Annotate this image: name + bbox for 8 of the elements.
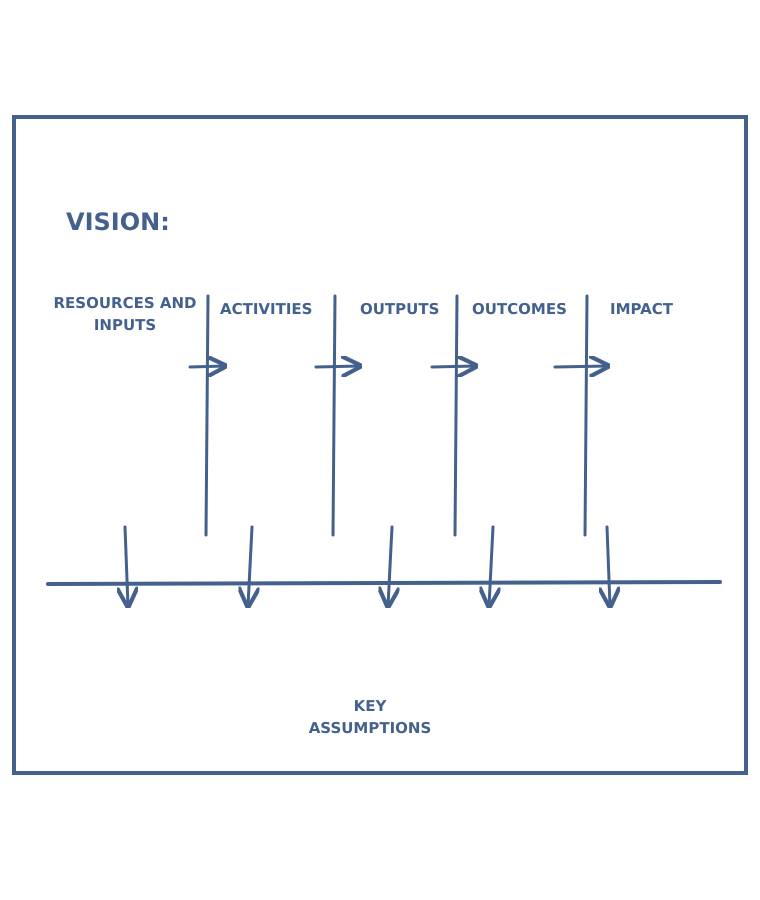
column-heading: OUTCOMES: [472, 299, 568, 320]
column-heading: OUTPUTS: [360, 299, 440, 320]
column-heading: RESOURCES AND INPUTS: [52, 293, 198, 336]
vision-heading: VISION:: [66, 207, 171, 237]
assumptions-label: KEY ASSUMPTIONS: [300, 695, 440, 739]
column-heading: IMPACT: [610, 299, 674, 320]
frame-border: [12, 115, 748, 775]
column-heading: ACTIVITIES: [220, 299, 314, 320]
